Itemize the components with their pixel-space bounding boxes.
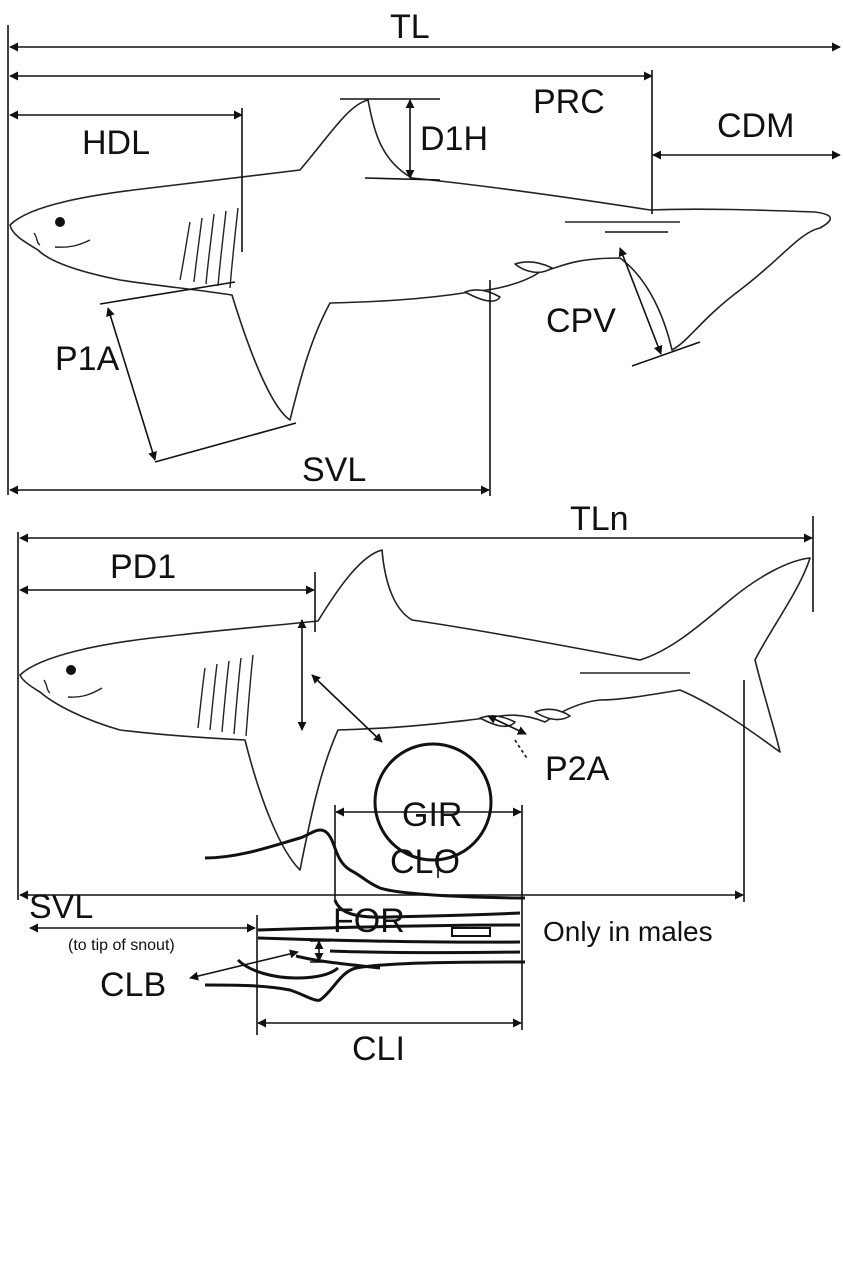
- gir-label: GIR: [402, 796, 462, 834]
- clasper-tip: [452, 928, 490, 936]
- svl-label-upper: SVL: [302, 451, 366, 489]
- prc-label: PRC: [533, 83, 605, 121]
- cdm-label: CDM: [717, 107, 794, 145]
- tl-label: TL: [390, 8, 430, 46]
- clb-label: CLB: [100, 966, 166, 1004]
- tln-label: TLn: [570, 500, 629, 538]
- hdl-label: HDL: [82, 124, 150, 162]
- clb-pointer-line: [190, 952, 298, 978]
- d1h-label: D1H: [420, 120, 488, 158]
- pd1-label: PD1: [110, 548, 176, 586]
- cpv-label: CPV: [546, 302, 616, 340]
- p1a-measure-line: [108, 308, 155, 460]
- svl-note-label: (to tip of snout): [68, 937, 175, 954]
- clasper-detail: [205, 830, 525, 1000]
- p1a-label: P1A: [55, 340, 120, 378]
- p2a-label: P2A: [545, 750, 610, 788]
- middle-shark-eye: [66, 665, 76, 675]
- only-in-males-label: Only in males: [543, 916, 713, 947]
- cli-label: CLI: [352, 1030, 405, 1068]
- for-label: FOR: [333, 902, 405, 940]
- clo-label: CLO: [390, 843, 460, 881]
- upper-shark-eye: [55, 217, 65, 227]
- svl-label-clasper: SVL: [29, 888, 93, 926]
